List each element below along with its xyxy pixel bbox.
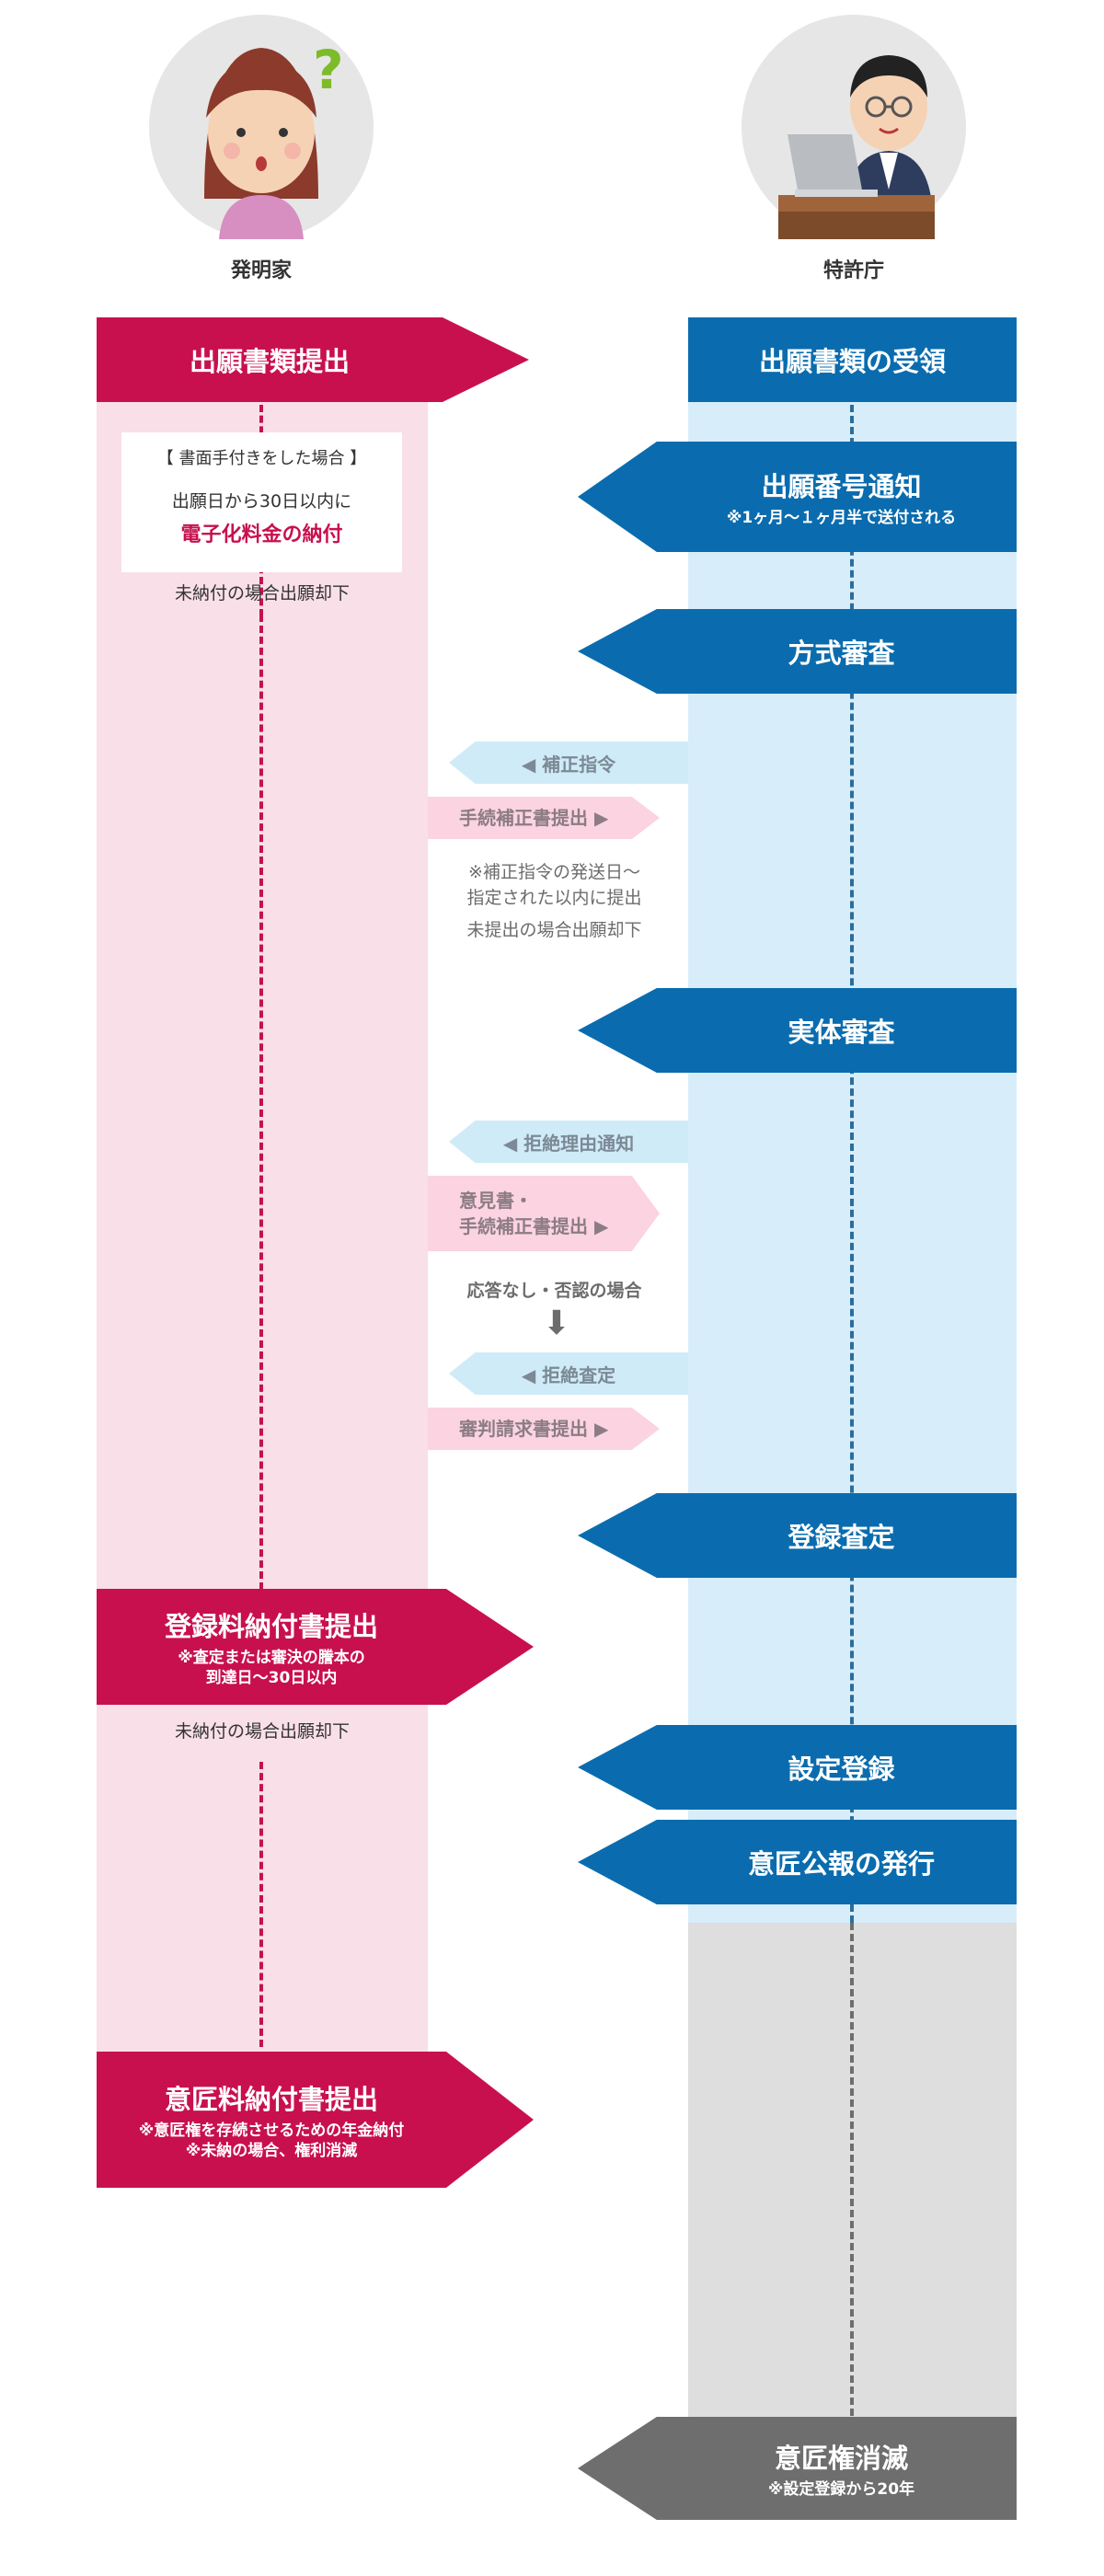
procedure-amendment-arrow: 手続補正書提出 ▶ xyxy=(428,797,660,839)
design-fee-sub2: ※未納の場合、権利消滅 xyxy=(185,2142,358,2160)
application-number-notice-step: 出願番号通知 ※1ヶ月〜１ヶ月半で送付される xyxy=(578,442,1017,552)
correction-note-line2: 指定された以内に提出 xyxy=(466,887,642,908)
rejection-decision-label: ◀ 拒絶査定 xyxy=(521,1363,616,1386)
paper-filing-note: 【 書面手付きをした場合 】 出願日から30日以内に 電子化料金の納付 xyxy=(121,432,402,572)
appeal-request-arrow: 審判請求書提出 ▶ xyxy=(428,1408,660,1450)
inventor-timeline-2 xyxy=(259,615,263,1590)
opinion-line1: 意見書・ xyxy=(459,1190,533,1212)
correction-note-line1: ※補正指令の発送日〜 xyxy=(468,862,640,882)
receipt-step: 出願書類の受領 xyxy=(688,317,1017,402)
office-timeline xyxy=(850,405,854,1923)
application-number-notice-label: 出願番号通知 xyxy=(761,470,922,502)
application-number-notice-sub: ※1ヶ月〜１ヶ月半で送付される xyxy=(726,508,957,527)
office-worker-laptop-icon xyxy=(742,15,966,239)
appeal-request-label: 審判請求書提出 ▶ xyxy=(459,1418,609,1440)
registration-fee-step: 登録料納付書提出 ※査定または審決の謄本の 到達日〜30日以内 xyxy=(97,1589,534,1705)
registration-fee-label: 登録料納付書提出 xyxy=(164,1610,378,1642)
design-gazette-step: 意匠公報の発行 xyxy=(578,1820,1017,1904)
correction-deadline-note: ※補正指令の発送日〜 指定された以内に提出 未提出の場合出願却下 xyxy=(428,860,681,944)
filing-step-label: 出願書類提出 xyxy=(189,346,350,377)
rejection-reason-arrow: ◀ 拒絶理由通知 xyxy=(449,1121,688,1163)
setup-registration-label: 設定登録 xyxy=(788,1754,895,1785)
design-right-expiry-sub: ※設定登録から20年 xyxy=(767,2479,915,2499)
substantive-exam-step: 実体審査 xyxy=(578,988,1017,1073)
correction-note-line3: 未提出の場合出願却下 xyxy=(466,920,642,941)
inventor-label: 発明家 xyxy=(230,259,292,282)
registration-fee-sub1: ※査定または審決の謄本の xyxy=(178,1648,365,1667)
design-fee-sub1: ※意匠権を存続させるための年金納付 xyxy=(138,2121,405,2140)
rejection-decision-arrow: ◀ 拒絶査定 xyxy=(449,1352,688,1395)
no-response-note: 応答なし・否認の場合 xyxy=(466,1281,642,1301)
paper-filing-note-highlight: 電子化料金の納付 xyxy=(180,523,343,546)
paper-filing-note-line1: 出願日から30日以内に xyxy=(171,491,352,512)
filing-step: 出願書類提出 xyxy=(97,317,529,402)
office-timeline-expired xyxy=(850,1923,854,2438)
formal-exam-step: 方式審査 xyxy=(578,609,1017,694)
down-arrow-icon: ⬇ xyxy=(542,1305,571,1342)
substantive-exam-label: 実体審査 xyxy=(788,1017,895,1048)
procedure-amendment-label: 手続補正書提出 ▶ xyxy=(459,807,609,829)
design-gazette-label: 意匠公報の発行 xyxy=(747,1848,935,1880)
design-fee-step: 意匠料納付書提出 ※意匠権を存続させるための年金納付 ※未納の場合、権利消滅 xyxy=(97,2052,534,2188)
unpaid-rejection-note-1: 未納付の場合出願却下 xyxy=(174,583,350,604)
registration-decision-label: 登録査定 xyxy=(788,1522,895,1553)
patent-office-label: 特許庁 xyxy=(822,259,884,282)
registration-decision-step: 登録査定 xyxy=(578,1493,1017,1578)
design-fee-label: 意匠料納付書提出 xyxy=(164,2083,378,2115)
rejection-reason-label: ◀ 拒絶理由通知 xyxy=(502,1132,635,1155)
paper-filing-note-header: 【 書面手付きをした場合 】 xyxy=(156,449,367,468)
formal-exam-label: 方式審査 xyxy=(788,638,895,669)
correction-order-arrow: ◀ 補正指令 xyxy=(449,742,688,784)
opinion-line2: 手続補正書提出 ▶ xyxy=(459,1215,609,1237)
receipt-step-label: 出願書類の受領 xyxy=(758,346,946,377)
svg-text:?: ? xyxy=(313,39,344,101)
design-right-expiry-step: 意匠権消滅 ※設定登録から20年 xyxy=(578,2417,1017,2520)
correction-order-label: ◀ 補正指令 xyxy=(521,753,616,776)
unpaid-rejection-note-2: 未納付の場合出願却下 xyxy=(174,1721,350,1742)
confused-woman-icon: ? xyxy=(149,15,374,239)
opinion-amendment-arrow: 意見書・ 手続補正書提出 ▶ xyxy=(428,1176,660,1251)
registration-fee-sub2: 到達日〜30日以内 xyxy=(205,1669,338,1687)
inventor-timeline-3 xyxy=(259,1762,263,2047)
setup-registration-step: 設定登録 xyxy=(578,1725,1017,1810)
design-right-expiry-label: 意匠権消滅 xyxy=(774,2442,908,2474)
